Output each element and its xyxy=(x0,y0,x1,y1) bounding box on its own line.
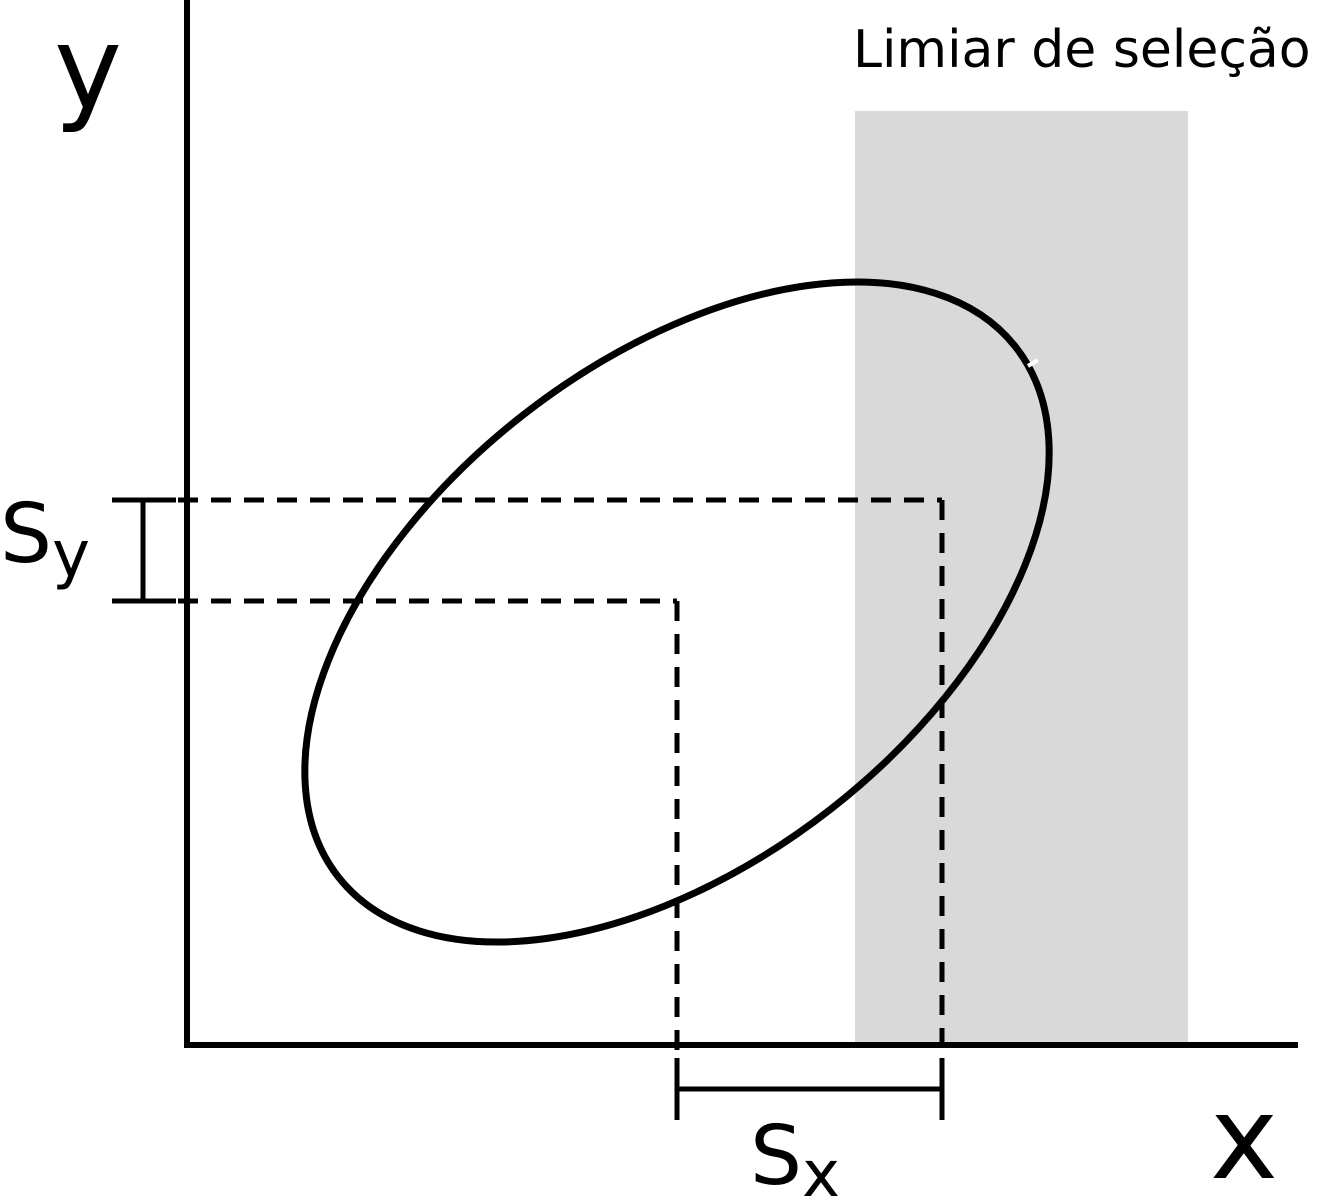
dashed-reference-lines xyxy=(112,497,945,1120)
sy-label: Sy xyxy=(0,487,90,592)
sy-bracket xyxy=(112,497,176,604)
sy-label-subscript: y xyxy=(52,518,90,592)
sy-label-main: S xyxy=(0,487,52,582)
sx-label-main: S xyxy=(750,1109,802,1201)
sx-bracket xyxy=(674,1058,945,1120)
ellipse-notch xyxy=(1026,358,1040,368)
selection-threshold-label: Limiar de seleção xyxy=(853,20,1311,80)
sx-label-subscript: x xyxy=(802,1138,840,1201)
distribution-ellipse xyxy=(301,278,1053,946)
y-axis-label: y xyxy=(54,2,122,136)
sx-label: Sx xyxy=(750,1109,840,1201)
x-axis-label: x xyxy=(1210,1072,1278,1201)
